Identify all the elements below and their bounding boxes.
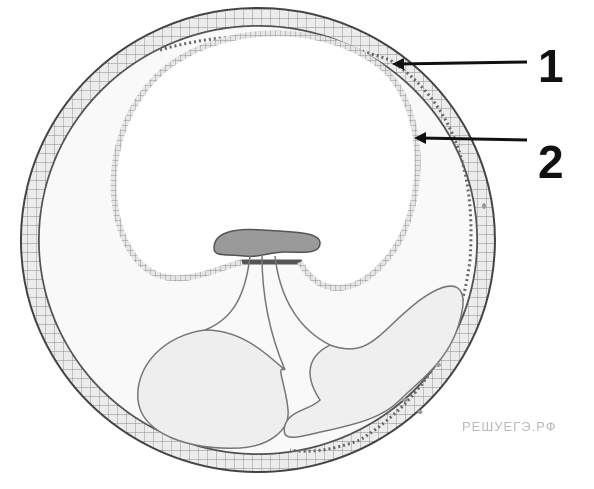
callout-1-arrow — [398, 62, 527, 64]
callout-2-arrow — [420, 138, 527, 140]
embryo-disc — [214, 230, 320, 257]
callout-1-label: 1 — [538, 40, 564, 92]
watermark-text: РЕШУЕГЭ.РФ — [462, 419, 557, 434]
callout-2-label: 2 — [538, 136, 564, 188]
